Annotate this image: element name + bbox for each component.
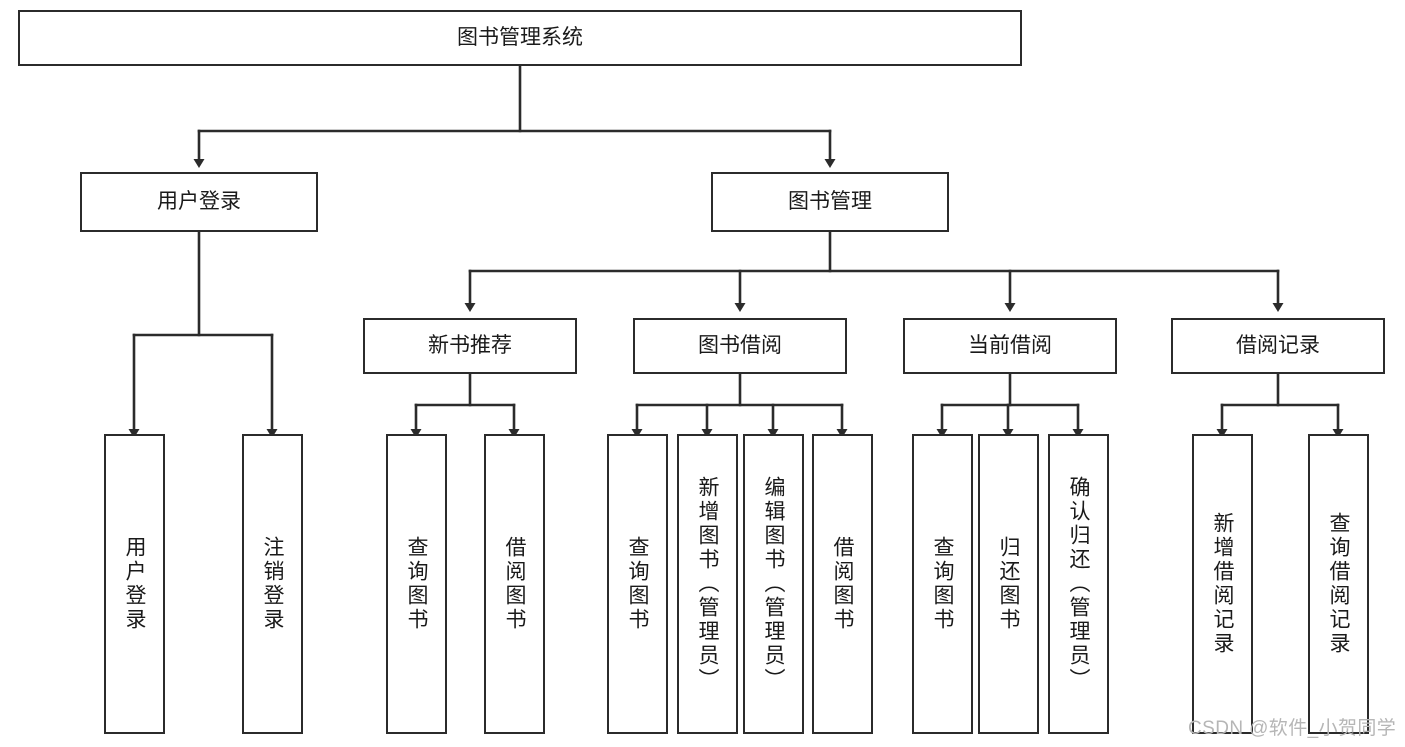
node-borrow-record-label: 借阅记录 [1236, 334, 1320, 358]
node-leaf-query-book-3-label: 查询图书 [931, 536, 954, 632]
node-leaf-return-book[interactable]: 归还图书 [978, 434, 1039, 734]
node-leaf-logout[interactable]: 注销登录 [242, 434, 303, 734]
node-leaf-add-book[interactable]: 新增图书（管理员） [677, 434, 738, 734]
node-leaf-confirm-return[interactable]: 确认归还（管理员） [1048, 434, 1109, 734]
node-current-borrow-label: 当前借阅 [968, 334, 1052, 358]
node-leaf-add-record[interactable]: 新增借阅记录 [1192, 434, 1253, 734]
node-new-book-recommend[interactable]: 新书推荐 [363, 318, 577, 374]
node-leaf-borrow-book-2-label: 借阅图书 [831, 536, 854, 632]
node-root-label: 图书管理系统 [457, 26, 583, 50]
node-user-login-label: 用户登录 [157, 190, 241, 214]
node-new-book-recommend-label: 新书推荐 [428, 334, 512, 358]
node-leaf-borrow-book-1[interactable]: 借阅图书 [484, 434, 545, 734]
node-leaf-edit-book-label: 编辑图书（管理员） [762, 476, 785, 692]
node-borrow-record[interactable]: 借阅记录 [1171, 318, 1385, 374]
node-root[interactable]: 图书管理系统 [18, 10, 1022, 66]
node-leaf-edit-book[interactable]: 编辑图书（管理员） [743, 434, 804, 734]
node-leaf-query-book-2-label: 查询图书 [626, 536, 649, 632]
node-leaf-query-book-1[interactable]: 查询图书 [386, 434, 447, 734]
node-leaf-query-book-3[interactable]: 查询图书 [912, 434, 973, 734]
node-leaf-logout-label: 注销登录 [261, 536, 284, 632]
node-book-borrow-label: 图书借阅 [698, 334, 782, 358]
node-user-login[interactable]: 用户登录 [80, 172, 318, 232]
node-leaf-confirm-return-label: 确认归还（管理员） [1067, 476, 1090, 692]
node-leaf-borrow-book-1-label: 借阅图书 [503, 536, 526, 632]
node-leaf-add-record-label: 新增借阅记录 [1211, 512, 1234, 656]
node-leaf-user-login-label: 用户登录 [123, 536, 146, 632]
node-leaf-query-record-label: 查询借阅记录 [1327, 512, 1350, 656]
node-leaf-return-book-label: 归还图书 [997, 536, 1020, 632]
node-leaf-query-record[interactable]: 查询借阅记录 [1308, 434, 1369, 734]
node-leaf-borrow-book-2[interactable]: 借阅图书 [812, 434, 873, 734]
node-leaf-query-book-2[interactable]: 查询图书 [607, 434, 668, 734]
node-book-borrow[interactable]: 图书借阅 [633, 318, 847, 374]
node-leaf-user-login[interactable]: 用户登录 [104, 434, 165, 734]
node-book-manage[interactable]: 图书管理 [711, 172, 949, 232]
node-leaf-query-book-1-label: 查询图书 [405, 536, 428, 632]
node-book-manage-label: 图书管理 [788, 190, 872, 214]
node-current-borrow[interactable]: 当前借阅 [903, 318, 1117, 374]
node-leaf-add-book-label: 新增图书（管理员） [696, 476, 719, 692]
